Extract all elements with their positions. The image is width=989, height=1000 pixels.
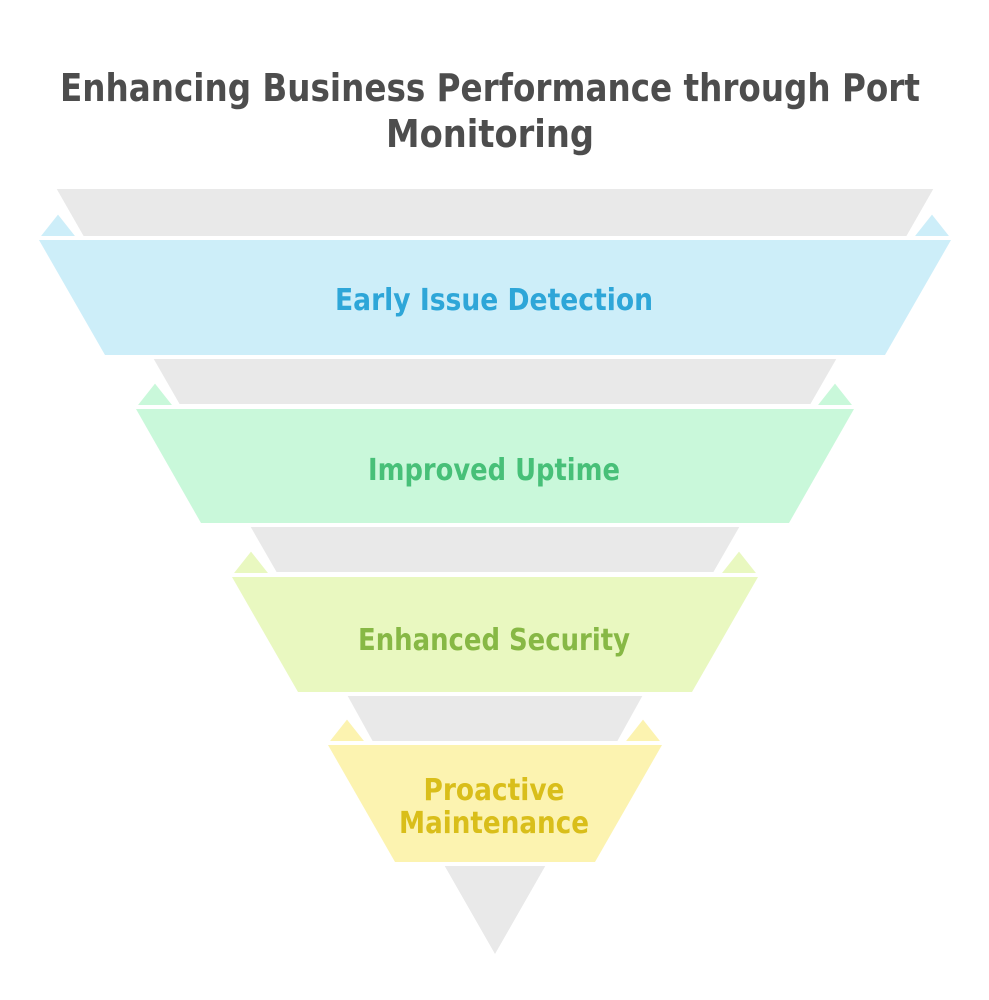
- level-2: Improved Uptime: [133, 380, 857, 523]
- level-2-left-ear: [133, 380, 177, 407]
- level-3-left-ear: [229, 548, 273, 575]
- level-4-left-ear: [325, 716, 369, 743]
- level-1-band: [39, 240, 951, 355]
- level-1: Early Issue Detection: [36, 211, 954, 355]
- level-3-band: [232, 577, 758, 692]
- level-1-left-ear: [36, 211, 80, 238]
- pyramid-section-2: [150, 357, 840, 406]
- level-4-band: [328, 745, 662, 862]
- level-1-label: Early Issue Detection: [335, 283, 653, 318]
- level-4-label-line-1: Proactive: [424, 773, 565, 808]
- level-4: Proactive Maintenance: [325, 716, 665, 862]
- level-2-label: Improved Uptime: [368, 453, 620, 488]
- level-4-label-line-2: Maintenance: [399, 806, 589, 841]
- pyramid-section-1: [53, 187, 937, 238]
- pyramid-section-3: [247, 525, 743, 574]
- level-1-right-ear: [910, 211, 954, 238]
- diagram-title-line-2: Monitoring: [386, 112, 594, 156]
- pyramid-tip: [441, 864, 549, 959]
- level-3-label: Enhanced Security: [358, 623, 630, 658]
- level-3-right-ear: [717, 548, 761, 575]
- level-3: Enhanced Security: [229, 548, 761, 692]
- level-2-right-ear: [813, 380, 857, 407]
- level-2-band: [136, 409, 854, 523]
- diagram-title-line-1: Enhancing Business Performance through P…: [60, 66, 920, 110]
- pyramid-section-4: [344, 694, 646, 743]
- level-4-right-ear: [621, 716, 665, 743]
